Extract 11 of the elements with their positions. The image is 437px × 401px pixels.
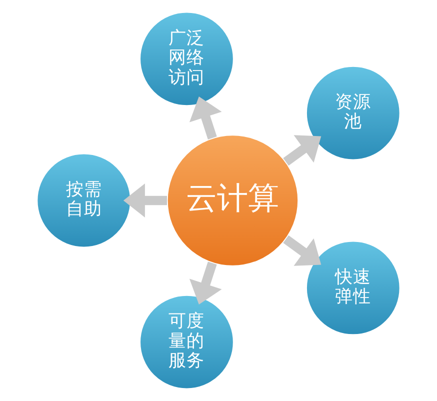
arrow [189,96,222,140]
node-circle: 按需自助 [36,153,132,248]
node-circle: 广泛网络访问 [139,12,234,106]
arrow [123,184,167,218]
arrow [189,262,222,304]
node-circle: 云计算 [166,134,299,266]
node-circle: 资源池 [306,66,400,160]
arrow [283,135,322,166]
node-circle: 可度量的服务 [139,294,234,390]
node-circle: 快速弹性 [306,240,400,336]
arrow [283,235,322,266]
